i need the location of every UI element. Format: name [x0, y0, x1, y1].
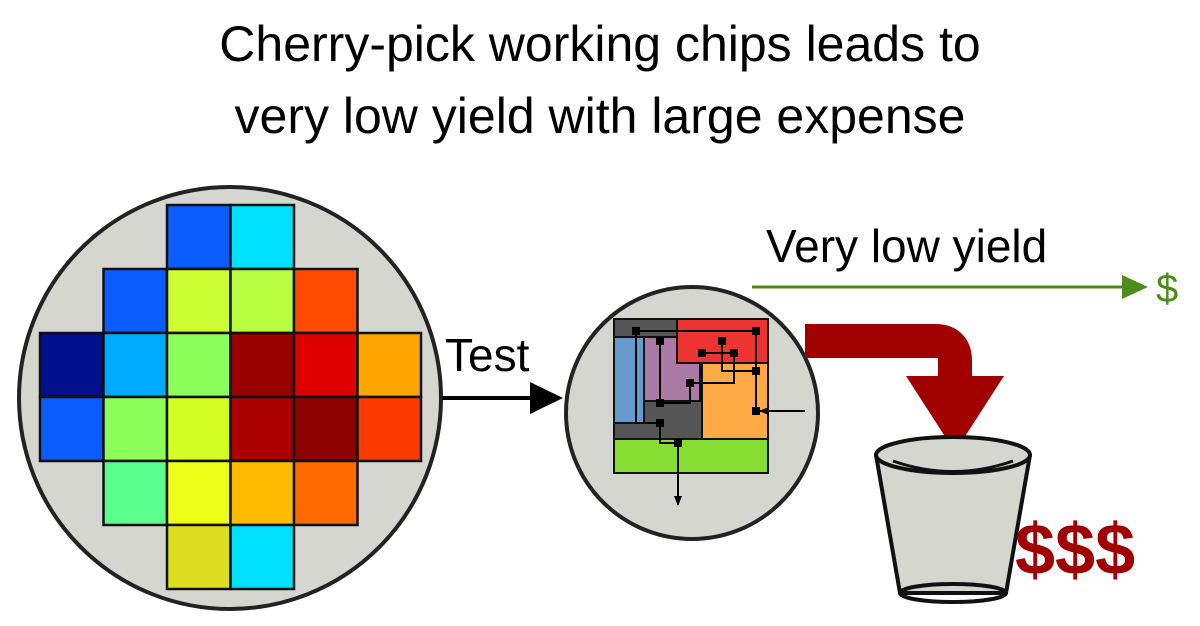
- wafer-die: [165, 459, 232, 527]
- waste-arrow: [805, 324, 1004, 452]
- wafer-die-grid: [38, 203, 423, 591]
- wafer-die: [38, 395, 105, 463]
- test-label: Test: [445, 329, 530, 381]
- wafer-die: [165, 395, 232, 463]
- test-arrow: [442, 382, 563, 414]
- wafer-die: [229, 459, 296, 527]
- small-money-label: $: [1156, 267, 1178, 311]
- wafer-die: [292, 331, 359, 399]
- wafer-die: [356, 395, 423, 463]
- wafer-die: [38, 331, 105, 399]
- wafer-die: [229, 395, 296, 463]
- wafer-die: [102, 459, 169, 527]
- wafer-die: [292, 267, 359, 335]
- big-money-label: $$$: [1015, 510, 1135, 590]
- wafer-die: [229, 523, 296, 591]
- wafer-die: [102, 331, 169, 399]
- wafer-die: [165, 331, 232, 399]
- wafer-die: [292, 395, 359, 463]
- selected-chip: [564, 285, 820, 541]
- wafer: [17, 185, 443, 611]
- wafer-die: [102, 395, 169, 463]
- blue-block: [613, 336, 645, 424]
- wafer-die: [102, 267, 169, 335]
- wafer-die: [165, 523, 232, 591]
- wafer-die: [165, 203, 232, 271]
- wafer-die: [229, 267, 296, 335]
- wafer-die: [165, 267, 232, 335]
- trash-bin-icon: [874, 435, 1032, 604]
- wiring-nodes: [632, 327, 760, 447]
- wafer-die: [229, 331, 296, 399]
- title-line-2: very low yield with large expense: [234, 88, 966, 144]
- yield-arrow: [752, 275, 1148, 299]
- green-block: [613, 438, 769, 474]
- wafer-die: [292, 459, 359, 527]
- yield-label: Very low yield: [766, 220, 1047, 272]
- wafer-die: [356, 331, 423, 399]
- title-line-1: Cherry-pick working chips leads to: [219, 16, 981, 72]
- wafer-die: [229, 203, 296, 271]
